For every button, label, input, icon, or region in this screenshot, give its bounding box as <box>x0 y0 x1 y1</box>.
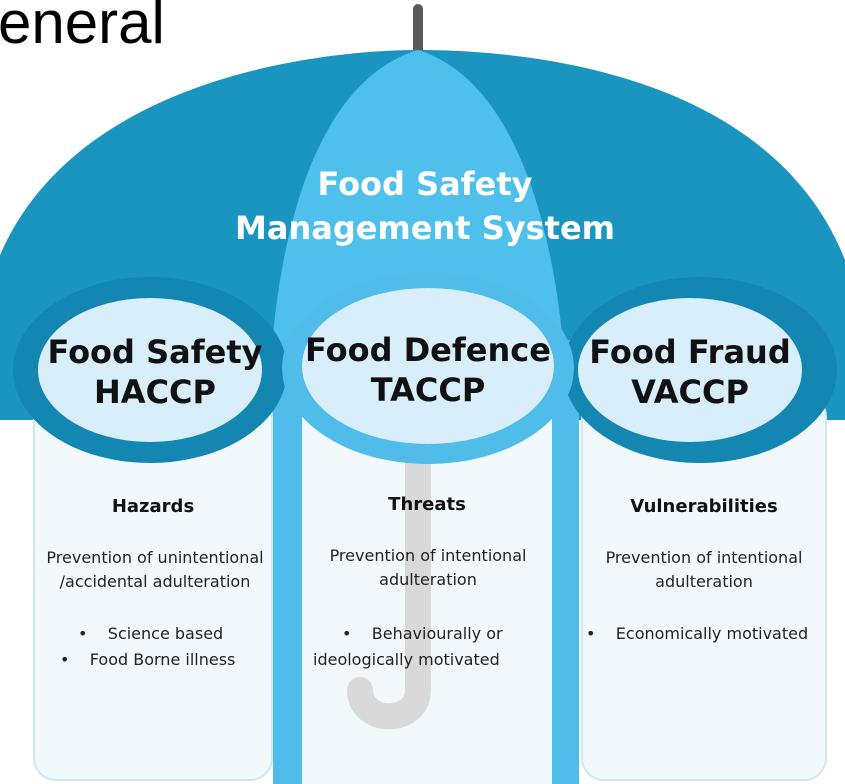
bullet-item: • Behaviourally or <box>342 624 503 643</box>
bullet-text: Food Borne illness <box>89 650 236 669</box>
label-food-fraud: Food Fraud VACCP <box>580 332 800 412</box>
pillar-name: Food Defence <box>305 331 551 369</box>
umbrella-title-line1: Food Safety <box>317 165 533 203</box>
pillar-code: VACCP <box>631 373 749 411</box>
ellipse-food-fraud <box>578 298 802 442</box>
description-food-defence: Prevention of intentional adulteration <box>302 544 554 592</box>
description-line: /accidental adulteration <box>59 572 251 591</box>
heading-hazards: Hazards <box>111 496 195 517</box>
description-line: adulteration <box>655 572 753 591</box>
description-line: adulteration <box>379 570 477 589</box>
ellipse-food-safety <box>38 298 262 442</box>
bullet-item: • Science based <box>78 624 224 643</box>
label-food-safety: Food Safety HACCP <box>40 332 270 412</box>
heading-threats: Threats <box>388 494 466 515</box>
pillar-name: Food Fraud <box>589 333 791 371</box>
bullet-text: Science based <box>107 624 224 643</box>
label-food-defence: Food Defence TACCP <box>303 330 553 410</box>
bullet-text: Economically motivated <box>615 624 809 643</box>
description-line: Prevention of unintentional <box>46 548 264 567</box>
description-line: Prevention of intentional <box>605 548 803 567</box>
pillar-code: TACCP <box>370 371 486 409</box>
ellipse-food-defence <box>302 288 554 444</box>
umbrella-shaft <box>413 4 423 56</box>
umbrella-title-line2: Management System <box>235 209 615 247</box>
bullet-text: Behaviourally or <box>371 624 503 643</box>
pillar-code: HACCP <box>94 373 216 411</box>
pillar-name: Food Safety <box>47 333 263 371</box>
description-food-fraud: Prevention of intentional adulteration <box>580 546 828 594</box>
umbrella-hook <box>347 447 431 730</box>
bullet-text: ideologically motivated <box>313 650 500 669</box>
description-food-safety: Prevention of unintentional /accidental … <box>30 546 280 594</box>
bullet-item: • Economically motivated <box>586 624 809 643</box>
description-line: Prevention of intentional <box>329 546 527 565</box>
bullet-item: ideologically motivated <box>313 648 500 672</box>
heading-vulnerabilities: Vulnerabilities <box>630 496 778 517</box>
page-title: eneral <box>0 0 165 56</box>
bullet-item: • Food Borne illness <box>60 650 236 669</box>
umbrella-title: Food Safety Management System <box>225 162 625 250</box>
